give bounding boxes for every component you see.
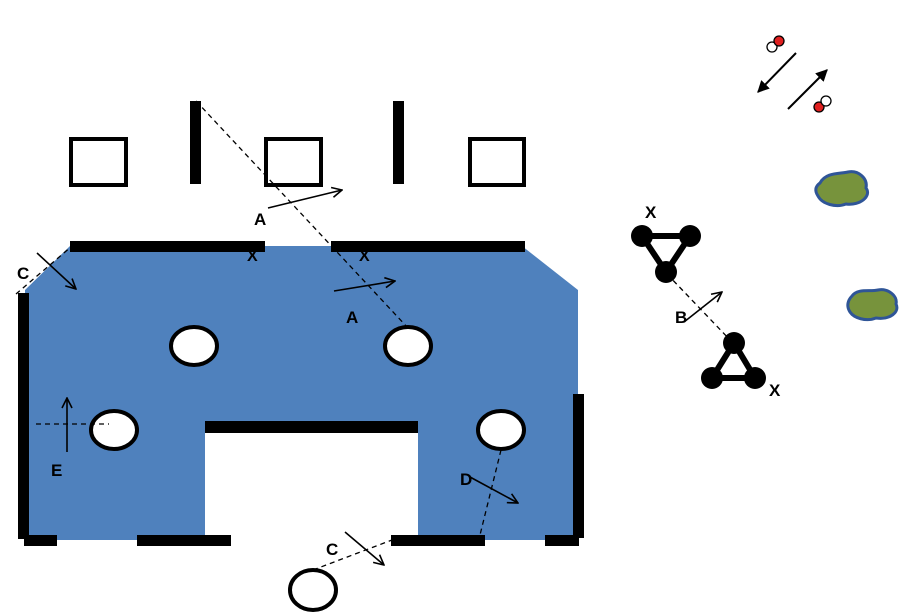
island-icon — [846, 288, 899, 322]
arrow-a-upper — [267, 190, 342, 209]
inner-wall — [205, 421, 418, 433]
label-x-top-left: X — [247, 248, 258, 265]
bottom-wall-4 — [545, 535, 579, 546]
bottom-wall-3 — [391, 535, 485, 546]
outside-circle — [288, 568, 338, 612]
label-x-triangle-bottom: X — [769, 381, 781, 400]
blue-region — [25, 246, 578, 540]
trajectory-a — [195, 100, 409, 329]
arrow-d — [469, 476, 518, 503]
triangle-molecule-icon — [701, 332, 766, 389]
square-middle — [264, 137, 323, 187]
hole-lower-right — [476, 409, 526, 451]
label-d: D — [460, 470, 472, 489]
bottom-wall-2 — [137, 535, 231, 546]
island-icon — [814, 170, 869, 208]
two-atom-molecule-icon — [813, 95, 832, 113]
label-b: B — [675, 308, 687, 327]
hole-lower-left — [89, 409, 139, 451]
top-wall-right — [331, 241, 525, 252]
arrow-a-lower — [333, 281, 395, 292]
label-c-left: C — [17, 264, 29, 283]
square-right — [468, 137, 526, 187]
arrow-down-left — [757, 52, 797, 93]
label-a-lower: A — [346, 308, 358, 327]
label-e: E — [51, 461, 62, 480]
label-c-bottom: C — [326, 540, 338, 559]
square-left — [69, 137, 128, 187]
right-wall — [573, 394, 584, 538]
left-wall — [18, 293, 29, 539]
arrow-up-right — [787, 69, 828, 110]
label-x-top-mid: X — [359, 248, 370, 265]
trajectory-c-left — [15, 245, 73, 295]
top-wall-left — [70, 241, 265, 252]
hole-upper-right — [383, 325, 433, 367]
post-left — [190, 101, 201, 184]
arrow-b — [683, 292, 722, 323]
arrow-c-left — [36, 252, 76, 289]
hole-upper-left — [169, 325, 219, 367]
bottom-wall-1 — [24, 535, 57, 546]
trajectory-d — [479, 449, 502, 536]
label-a-upper: A — [254, 210, 266, 229]
trajectory-c-bottom — [312, 539, 393, 571]
post-right — [393, 101, 404, 184]
label-x-triangle-top: X — [645, 203, 657, 222]
triangle-molecule-icon — [631, 225, 701, 283]
two-atom-molecule-icon — [766, 35, 785, 53]
arrow-c-bottom — [344, 531, 384, 565]
